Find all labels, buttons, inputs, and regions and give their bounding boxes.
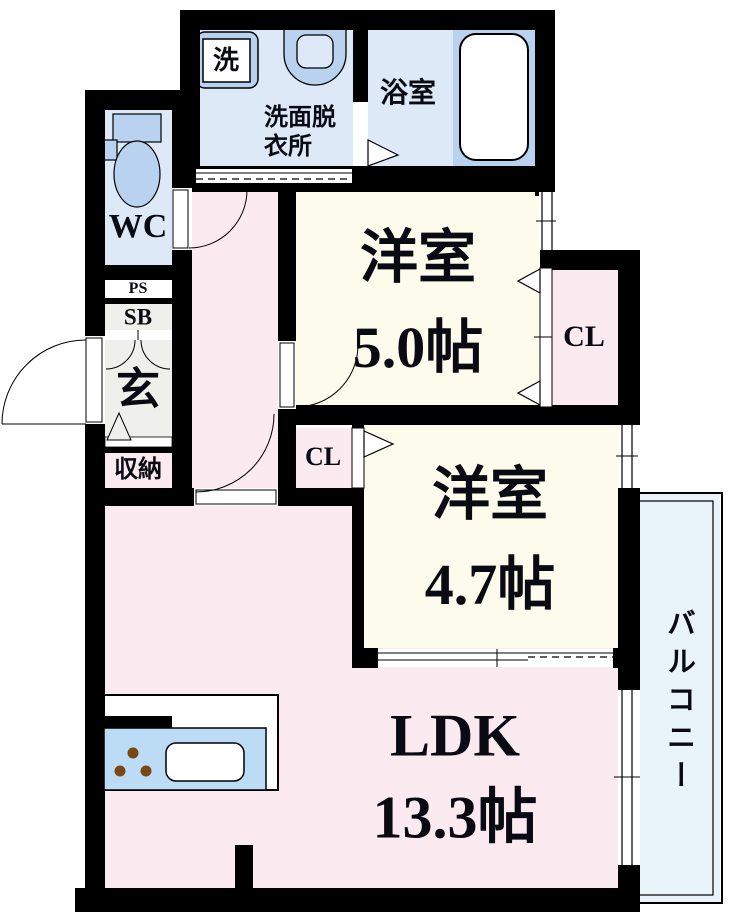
closet-upper-label: CL <box>563 320 605 353</box>
bath-label: 浴室 <box>379 78 437 109</box>
stove-burners-icon <box>114 747 152 777</box>
bathtub-icon <box>459 33 529 161</box>
entrance-step-mark <box>106 411 132 441</box>
balcony-label: バルコニー <box>662 608 695 798</box>
ps-label: PS <box>128 280 148 297</box>
wc-door <box>172 188 248 250</box>
washroom-label: 洗面脱 衣所 <box>264 104 336 162</box>
washbasin-icon <box>283 27 347 86</box>
western5-door <box>278 341 359 409</box>
shoebox-doors <box>105 330 172 370</box>
window-ldk-balcony <box>614 690 640 865</box>
ldk-door <box>194 413 278 506</box>
window-western47-balcony <box>616 425 640 488</box>
windows <box>536 192 640 865</box>
washroom-label-line1: 洗面脱 <box>264 105 336 132</box>
entrance-label: 玄 <box>116 365 160 414</box>
sliding-door-washroom <box>196 169 352 183</box>
balcony-outline <box>637 492 723 904</box>
western5-label: 洋室 5.0帖 <box>353 213 484 393</box>
ldk-name: LDK <box>389 702 521 769</box>
closet-upper-doors <box>516 267 553 408</box>
entrance-door <box>1 336 105 425</box>
doors <box>1 102 613 667</box>
ldk-size: 13.3帖 <box>372 784 538 850</box>
western47-label: 洋室 4.7帖 <box>425 450 556 630</box>
western5-size: 5.0帖 <box>352 315 484 380</box>
closet-lower-door <box>351 427 395 489</box>
sink-icon <box>165 742 245 782</box>
storage-label: 収納 <box>114 457 162 483</box>
wc-label: WC <box>108 208 168 245</box>
washroom-label-line2: 衣所 <box>264 134 312 160</box>
western5-name: 洋室 <box>359 225 477 291</box>
washer-label: 洗 <box>212 46 240 75</box>
toilet-icon <box>103 113 162 208</box>
ldk-label: LDK 13.3帖 <box>373 695 538 858</box>
window-east-upper <box>536 192 556 250</box>
closet-lower-label: CL <box>304 442 342 471</box>
sb-label: SB <box>123 304 153 330</box>
sliding-door-western47 <box>378 649 613 667</box>
western47-name: 洋室 <box>431 462 549 528</box>
kitchen-counter-icon <box>103 694 279 791</box>
walls <box>75 10 640 912</box>
western47-size: 4.7帖 <box>424 552 556 617</box>
bath-door <box>353 102 400 167</box>
